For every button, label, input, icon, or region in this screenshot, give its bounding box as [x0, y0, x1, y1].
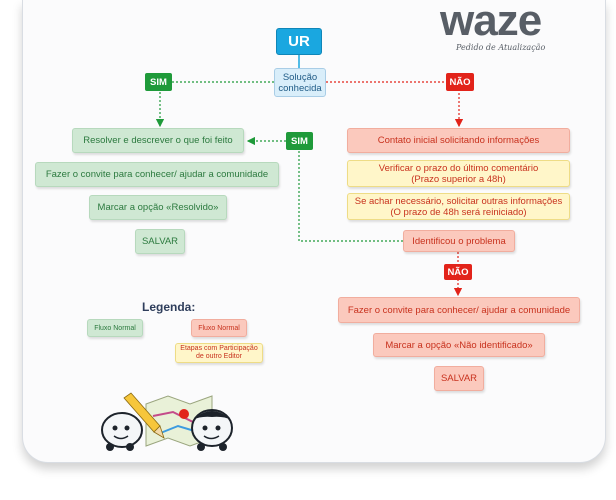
- convite-step-left: Fazer o convite para conhecer/ ajudar a …: [35, 162, 279, 187]
- waze-logo: waze Pedido de Atualização: [440, 0, 580, 52]
- legend-red-normal: Fluxo Normal: [191, 319, 247, 337]
- legend-title: Legenda:: [142, 300, 196, 314]
- nao-top-tag: NÃO: [446, 73, 474, 91]
- logo-wordmark: waze: [440, 0, 542, 45]
- salvar-left-step: SALVAR: [135, 229, 185, 254]
- resolver-step: Resolver e descrever o que foi feito: [72, 128, 244, 153]
- marcar-nao-identificado-step: Marcar a opção «Não identificado»: [373, 333, 545, 357]
- contato-inicial-step: Contato inicial solicitando informações: [347, 128, 570, 153]
- identificou-problema-step: Identificou o problema: [403, 230, 515, 252]
- mascot-right-icon: [191, 409, 233, 451]
- legend-yellow-editor: Etapas com Participação de outro Editor: [175, 343, 263, 363]
- legend-green-normal: Fluxo Normal: [87, 319, 143, 337]
- marcar-resolvido-step: Marcar a opção «Resolvido»: [89, 195, 227, 220]
- waze-mascots-illustration: [101, 392, 233, 451]
- ur-node: UR: [276, 28, 322, 55]
- sim-mid-tag: SIM: [286, 132, 313, 150]
- nao-top-line: [326, 81, 464, 128]
- pencil-icon: [123, 392, 165, 439]
- identificou-sim-line: [298, 149, 403, 242]
- mascot-left-icon: [101, 412, 143, 451]
- solicitar-informacoes-step: Se achar necessário, solicitar outras in…: [347, 193, 570, 220]
- sim-top-line: [155, 81, 274, 128]
- verificar-prazo-step: Verificar o prazo do último comentário (…: [347, 160, 570, 187]
- logo-subtitle: Pedido de Atualização: [456, 43, 546, 52]
- sim-top-tag: SIM: [145, 73, 172, 91]
- convite-step-right: Fazer o convite para conhecer/ ajudar a …: [338, 297, 580, 323]
- salvar-right-step: SALVAR: [434, 366, 484, 391]
- solucao-conhecida-node: Solução conhecida: [274, 68, 326, 97]
- nao-mid-tag: NÃO: [444, 264, 472, 280]
